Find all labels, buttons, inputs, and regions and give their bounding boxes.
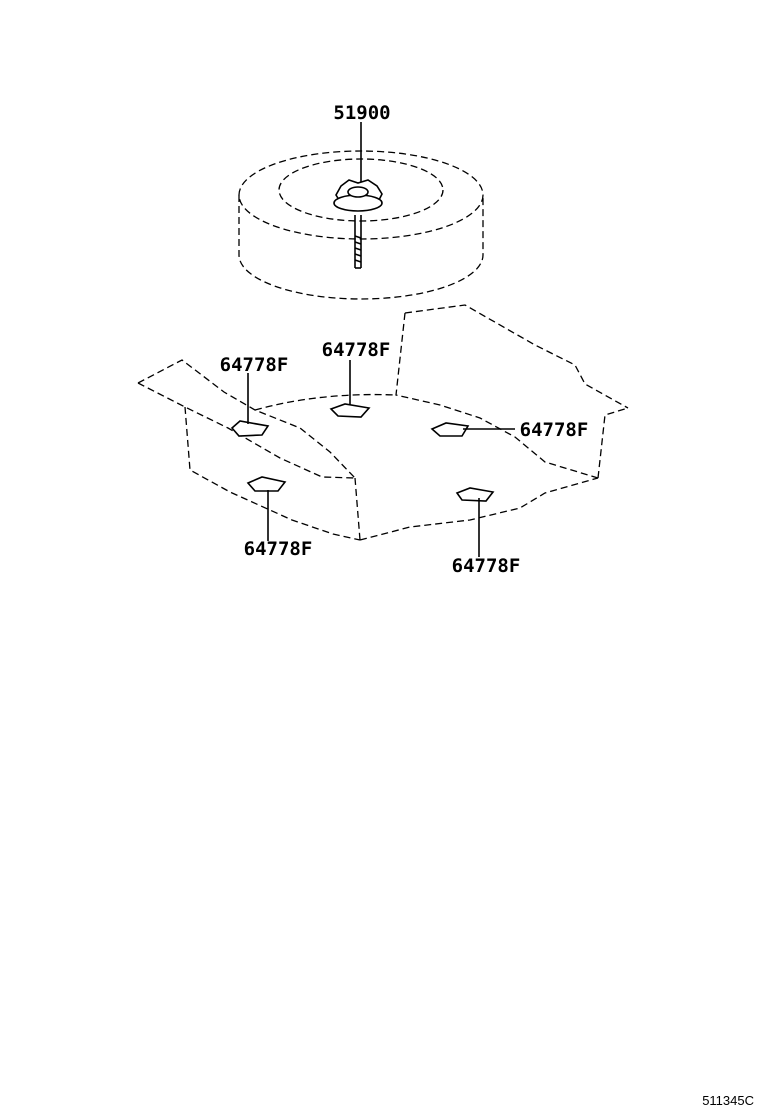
pad-front-center [329,403,371,418]
callout-64778f-rear-left: 64778F [244,538,313,560]
callout-64778f-rear-right: 64778F [452,555,521,577]
pad-rear-left [246,476,287,492]
callout-51900: 51900 [333,102,390,124]
leader-lines [247,122,515,557]
pad-rear-right [455,487,495,502]
hold-down-bolt-icon [333,179,383,269]
figure-id: 511345C [702,1093,754,1108]
pad-right [430,422,470,437]
pad-front-left [230,420,270,437]
callout-64778f-right: 64778F [520,419,589,441]
callout-64778f-front-center: 64778F [322,339,391,361]
callout-64778f-front-left: 64778F [220,354,289,376]
floor-pan-outline [137,304,629,541]
